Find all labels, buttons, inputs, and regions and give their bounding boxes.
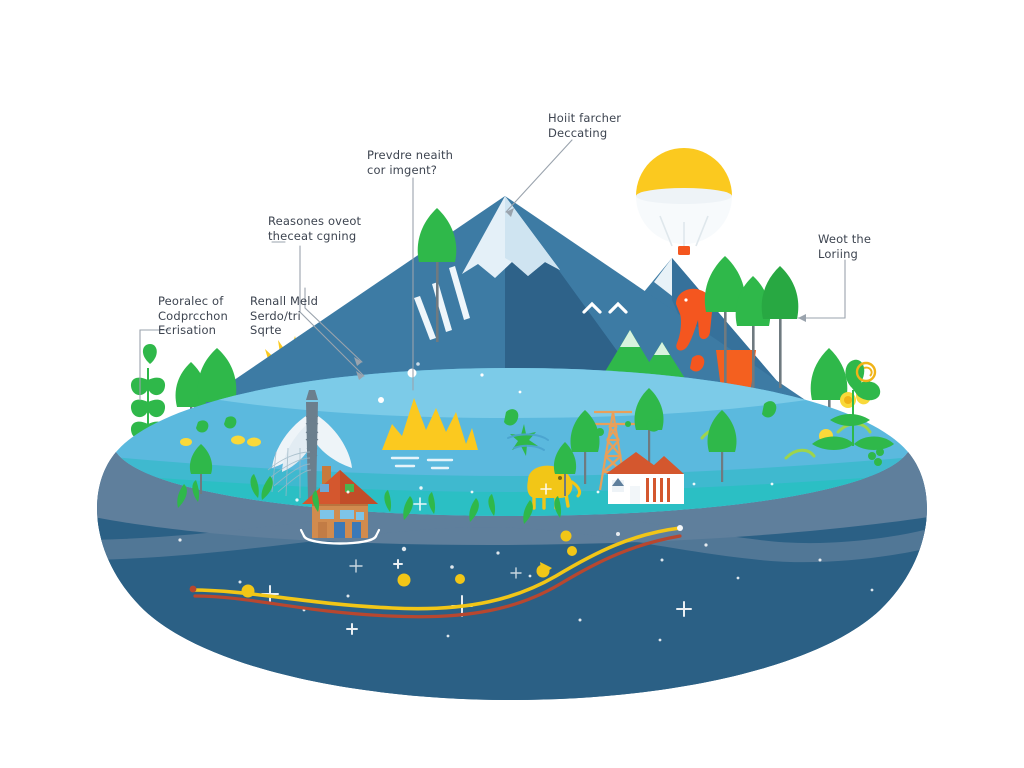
annotation-label-6: Weot the Loriing xyxy=(818,232,872,261)
undersea-cables xyxy=(189,525,683,619)
white-house-right xyxy=(606,452,684,504)
undersea-cable-yellow xyxy=(190,526,682,611)
leader-line-1 xyxy=(139,329,171,401)
lighthouse-tower xyxy=(267,390,352,500)
mountain-side-tree xyxy=(417,208,457,342)
leader-line-3 xyxy=(271,241,365,377)
leader-line-2 xyxy=(304,287,363,363)
annotation-label-5: Hoiit farcher Deccating xyxy=(548,111,622,140)
water-sparkles xyxy=(295,368,774,511)
annotation-label-4: Prevdre neaith cor imgent? xyxy=(367,148,454,177)
green-trees-right xyxy=(704,256,848,436)
power-pylon xyxy=(590,410,636,491)
yellow-iceberg xyxy=(382,398,478,470)
cable-node xyxy=(567,546,577,556)
annotation-label-1: Peoralec of Codprcchon Ecrisation xyxy=(158,294,228,337)
island-body xyxy=(97,368,927,700)
leader-line-5 xyxy=(505,139,573,213)
cable-node xyxy=(397,573,411,587)
lily-plant xyxy=(812,359,894,450)
main-mountain xyxy=(190,196,820,410)
surface-flora xyxy=(177,359,894,524)
leader-line-6 xyxy=(797,259,846,319)
orange-elephant xyxy=(676,288,713,351)
cable-node xyxy=(560,530,572,542)
cable-end xyxy=(677,525,683,531)
green-star xyxy=(510,424,538,456)
annotation-label-2: Renall Meld Serdo/tri Sqrte xyxy=(250,294,319,337)
hot-air-balloon xyxy=(636,148,732,255)
cable-node xyxy=(241,584,255,598)
leader-lines xyxy=(139,139,846,401)
annotation-label-3: Reasones oveot theceat cgning xyxy=(268,214,362,243)
cable-end xyxy=(189,585,197,593)
cable-node xyxy=(455,574,465,584)
island-surface-trees xyxy=(189,410,737,496)
wooden-house-left xyxy=(299,466,381,545)
undersea-cable-red xyxy=(193,534,682,619)
